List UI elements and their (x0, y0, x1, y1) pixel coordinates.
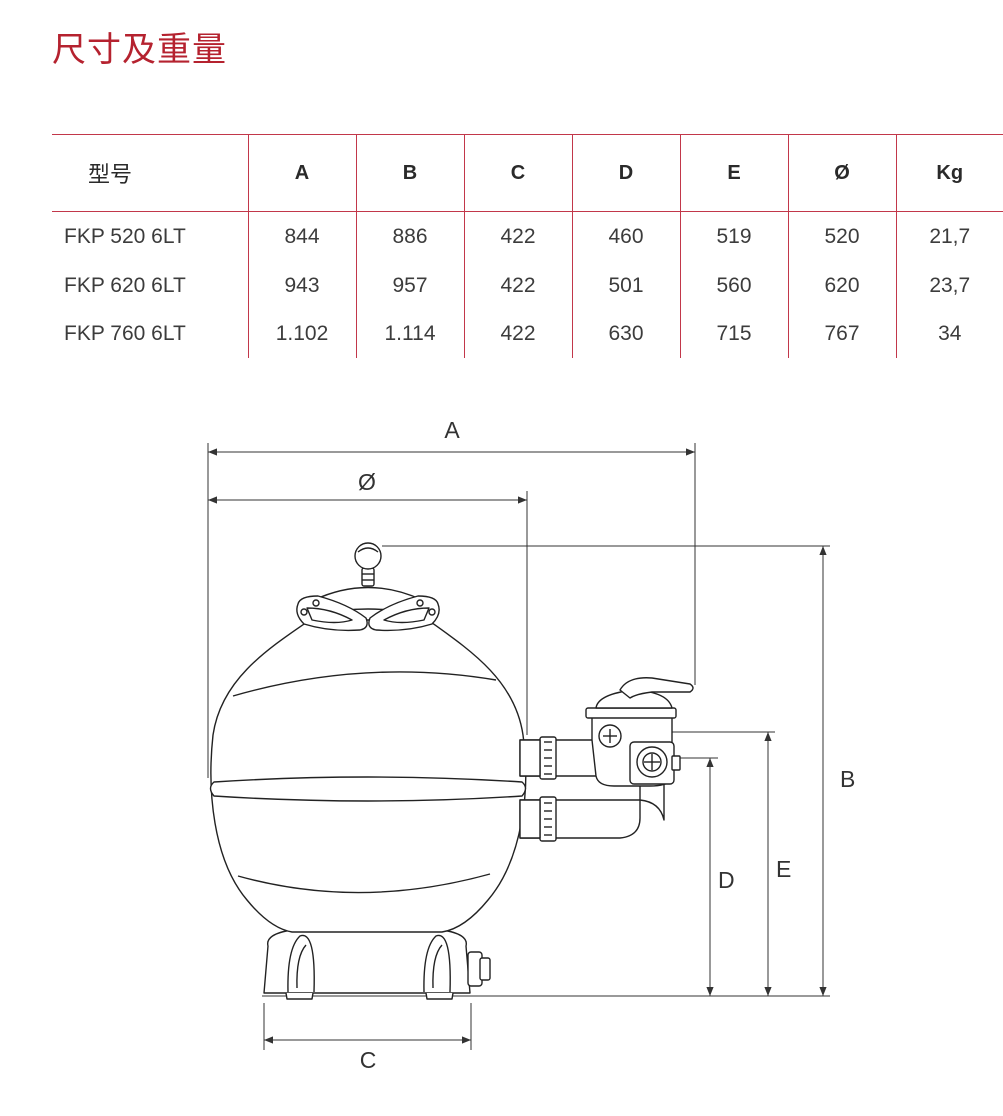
table-header-row: 型号 A B C D E Ø Kg (52, 134, 1003, 212)
table-row: FKP 760 6LT 1.102 1.114 422 630 715 767 … (52, 309, 1003, 358)
header-e: E (679, 134, 788, 212)
cell-c: 422 (463, 261, 572, 310)
cell-e: 560 (679, 261, 788, 310)
cell-weight: 34 (895, 309, 1003, 358)
dimension-lines (207, 443, 830, 1050)
label-a: A (444, 417, 460, 443)
header-d: D (571, 134, 680, 212)
cell-b: 886 (355, 211, 464, 262)
tank-body (210, 619, 527, 933)
lid-wing-right (368, 595, 440, 632)
table-row: FKP 620 6LT 943 957 422 501 560 620 23,7 (52, 261, 1003, 310)
cell-b: 957 (355, 261, 464, 310)
header-b: B (355, 134, 464, 212)
pressure-gauge (354, 542, 382, 570)
filter-base (263, 929, 471, 994)
header-a: A (247, 134, 356, 212)
cell-a: 943 (247, 261, 356, 310)
cell-diameter: 620 (787, 261, 896, 310)
tank-seam-lower (237, 873, 491, 894)
cell-model: FKP 760 6LT (64, 321, 186, 345)
base-handle-right (423, 934, 451, 993)
page-title: 尺寸及重量 (52, 30, 227, 70)
cell-a: 844 (247, 211, 356, 262)
header-weight: Kg (895, 134, 1003, 212)
tank-flange (209, 776, 527, 802)
header-diameter: Ø (787, 134, 896, 212)
cell-weight: 21,7 (895, 211, 1003, 262)
label-e: E (776, 856, 791, 882)
pressure-gauge-stem (361, 567, 375, 587)
dimensions-table: 型号 A B C D E Ø Kg FKP 520 6LT 844 886 42… (52, 134, 1003, 358)
cell-e: 715 (679, 309, 788, 358)
tank-seam-upper (232, 671, 497, 697)
cell-d: 630 (571, 309, 680, 358)
base-handle-left (287, 934, 315, 993)
cell-a: 1.102 (247, 309, 356, 358)
lid-wing-left (296, 595, 368, 632)
cell-c: 422 (463, 211, 572, 262)
label-b: B (840, 766, 855, 792)
valve-handle (619, 677, 694, 699)
base-foot-left (285, 992, 314, 1000)
cell-c: 422 (463, 309, 572, 358)
label-diameter: Ø (358, 469, 376, 495)
sand-filter-drawing (209, 542, 694, 1000)
base-foot-right (425, 992, 454, 1000)
label-d: D (718, 867, 735, 893)
table-row: FKP 520 6LT 844 886 422 460 519 520 21,7 (52, 211, 1003, 262)
cell-model: FKP 620 6LT (64, 273, 186, 297)
header-c: C (463, 134, 572, 212)
cell-model: FKP 520 6LT (64, 224, 186, 248)
cell-d: 460 (571, 211, 680, 262)
cell-b: 1.114 (355, 309, 464, 358)
cell-d: 501 (571, 261, 680, 310)
label-c: C (360, 1047, 377, 1073)
cell-weight: 23,7 (895, 261, 1003, 310)
cell-e: 519 (679, 211, 788, 262)
cell-diameter: 520 (787, 211, 896, 262)
header-model: 型号 (88, 162, 133, 187)
cell-diameter: 767 (787, 309, 896, 358)
